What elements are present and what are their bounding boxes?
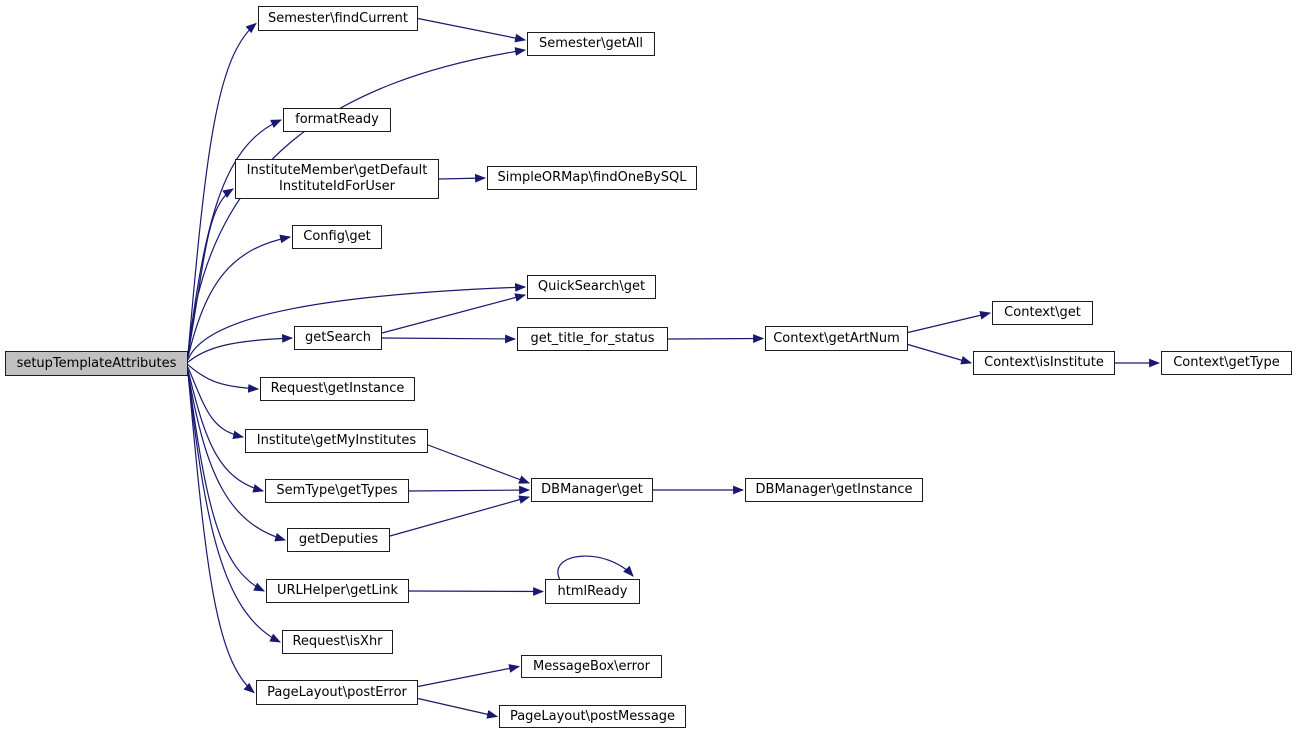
edge-get_title-ctx_getArtNum <box>667 334 765 343</box>
graph-node-label: PageLayout\postMessage <box>509 708 676 724</box>
edge-main-config_get <box>187 234 292 358</box>
graph-node-label: htmlReady <box>557 583 628 599</box>
edge-main-pl_postError <box>187 372 255 694</box>
edge-semType-dbm_get <box>408 485 531 495</box>
edge-main-inst_getMy <box>187 366 245 440</box>
edge-main-sem_getAll <box>187 47 527 355</box>
edge-ctx_getArtNum-ctx_isInstitute <box>907 343 973 365</box>
graph-node-label: MessageBox\error <box>533 658 650 674</box>
graph-node-ctx_getType[interactable]: Context\getType <box>1161 351 1292 375</box>
graph-node-config_get[interactable]: Config\get <box>292 225 382 249</box>
graph-node-req_getInstance[interactable]: Request\getInstance <box>260 377 415 401</box>
graph-node-label: Config\get <box>303 229 371 244</box>
graph-node-label: DBManager\get <box>541 482 643 497</box>
edge-main-semType <box>187 369 265 493</box>
graph-node-label: getSearch <box>304 330 371 345</box>
graph-node-label: DBManager\getInstance <box>755 482 913 497</box>
graph-node-label: Request\getInstance <box>270 381 405 396</box>
graph-node-label: InstituteMember\getDefault <box>246 163 428 178</box>
graph-node-ctx_get[interactable]: Context\get <box>992 301 1093 325</box>
graph-node-simpleORMap[interactable]: SimpleORMap\findOneBySQL <box>487 166 697 190</box>
graph-node-req_isXhr[interactable]: Request\isXhr <box>282 630 393 654</box>
graph-node-label: URLHelper\getLink <box>276 583 399 598</box>
graph-node-htmlReady[interactable]: htmlReady <box>545 579 640 604</box>
graph-node-ctx_isInstitute[interactable]: Context\isInstitute <box>973 351 1115 375</box>
edge-main-urlHelper <box>187 372 265 592</box>
graph-node-label: Institute\getMyInstitutes <box>256 433 417 448</box>
graph-node-label: Semester\findCurrent <box>267 10 408 26</box>
edge-instMember-simpleORMap <box>438 173 487 183</box>
graph-node-sem_findCurrent[interactable]: Semester\findCurrent <box>258 6 418 31</box>
edge-pl_postError-pl_postMessage <box>417 697 499 719</box>
edge-pl_postError-msgBox <box>417 664 521 688</box>
edge-getSearch-quickSearch <box>381 293 527 334</box>
edge-main-formatReady <box>187 119 283 355</box>
edge-main-instMember <box>187 188 234 355</box>
edge-main-req_getInstance <box>187 364 260 393</box>
edge-getSearch-get_title <box>381 334 517 344</box>
graph-node-label: Request\isXhr <box>292 634 383 649</box>
graph-node-dbm_getInstance[interactable]: DBManager\getInstance <box>745 478 923 502</box>
graph-node-getDeputies[interactable]: getDeputies <box>287 528 390 552</box>
edge-getDeputies-dbm_get <box>389 495 531 537</box>
graph-node-formatReady[interactable]: formatReady <box>283 108 391 132</box>
graph-node-label: InstituteIdForUser <box>278 179 396 194</box>
graph-node-msgBox[interactable]: MessageBox\error <box>521 655 662 678</box>
graph-node-getSearch[interactable]: getSearch <box>294 326 382 350</box>
graph-node-get_title[interactable]: get_title_for_status <box>517 327 668 351</box>
graph-node-inst_getMy[interactable]: Institute\getMyInstitutes <box>245 429 428 453</box>
graph-node-label: PageLayout\postError <box>267 684 407 700</box>
graph-node-label: formatReady <box>295 112 379 127</box>
graph-node-label: SemType\getTypes <box>276 483 398 498</box>
graph-node-label: Context\getType <box>1173 355 1280 370</box>
graph-node-urlHelper[interactable]: URLHelper\getLink <box>266 579 409 603</box>
graph-node-semType[interactable]: SemType\getTypes <box>265 479 409 503</box>
graph-node-dbm_get[interactable]: DBManager\get <box>531 478 653 502</box>
edge-ctx_getArtNum-ctx_get <box>907 311 992 334</box>
graph-node-pl_postMessage[interactable]: PageLayout\postMessage <box>499 705 686 728</box>
graph-node-quickSearch[interactable]: QuickSearch\get <box>527 275 656 299</box>
edge-main-quickSearch <box>187 282 527 360</box>
graph-node-ctx_getArtNum[interactable]: Context\getArtNum <box>765 326 908 351</box>
edge-main-sem_findCurrent <box>187 22 257 355</box>
graph-node-label: Context\isInstitute <box>984 355 1104 370</box>
graph-node-label: Context\getArtNum <box>773 330 900 346</box>
graph-node-label: get_title_for_status <box>530 331 655 346</box>
graph-node-pl_postError[interactable]: PageLayout\postError <box>256 680 418 705</box>
graph-node-label: getDeputies <box>298 532 379 547</box>
edge-main-getDeputies <box>187 372 287 542</box>
edge-htmlReady-htmlReady-self-loop <box>557 555 634 581</box>
graph-node-sem_getAll[interactable]: Semester\getAll <box>527 32 655 56</box>
edge-urlHelper-htmlReady <box>408 587 545 596</box>
graph-node-label: Context\get <box>1004 305 1081 320</box>
edge-main-req_isXhr <box>187 372 281 643</box>
graph-node-label: Semester\getAll <box>539 36 643 51</box>
graph-node-main[interactable]: setupTemplateAttributes <box>5 351 188 376</box>
graph-node-label: QuickSearch\get <box>537 279 646 294</box>
edge-sem_findCurrent-sem_getAll <box>417 17 527 43</box>
edge-main-getSearch <box>187 334 294 363</box>
graph-node-label: setupTemplateAttributes <box>16 355 177 371</box>
graph-node-label: SimpleORMap\findOneBySQL <box>497 170 687 185</box>
edge-inst_getMy-dbm_get <box>427 444 531 484</box>
